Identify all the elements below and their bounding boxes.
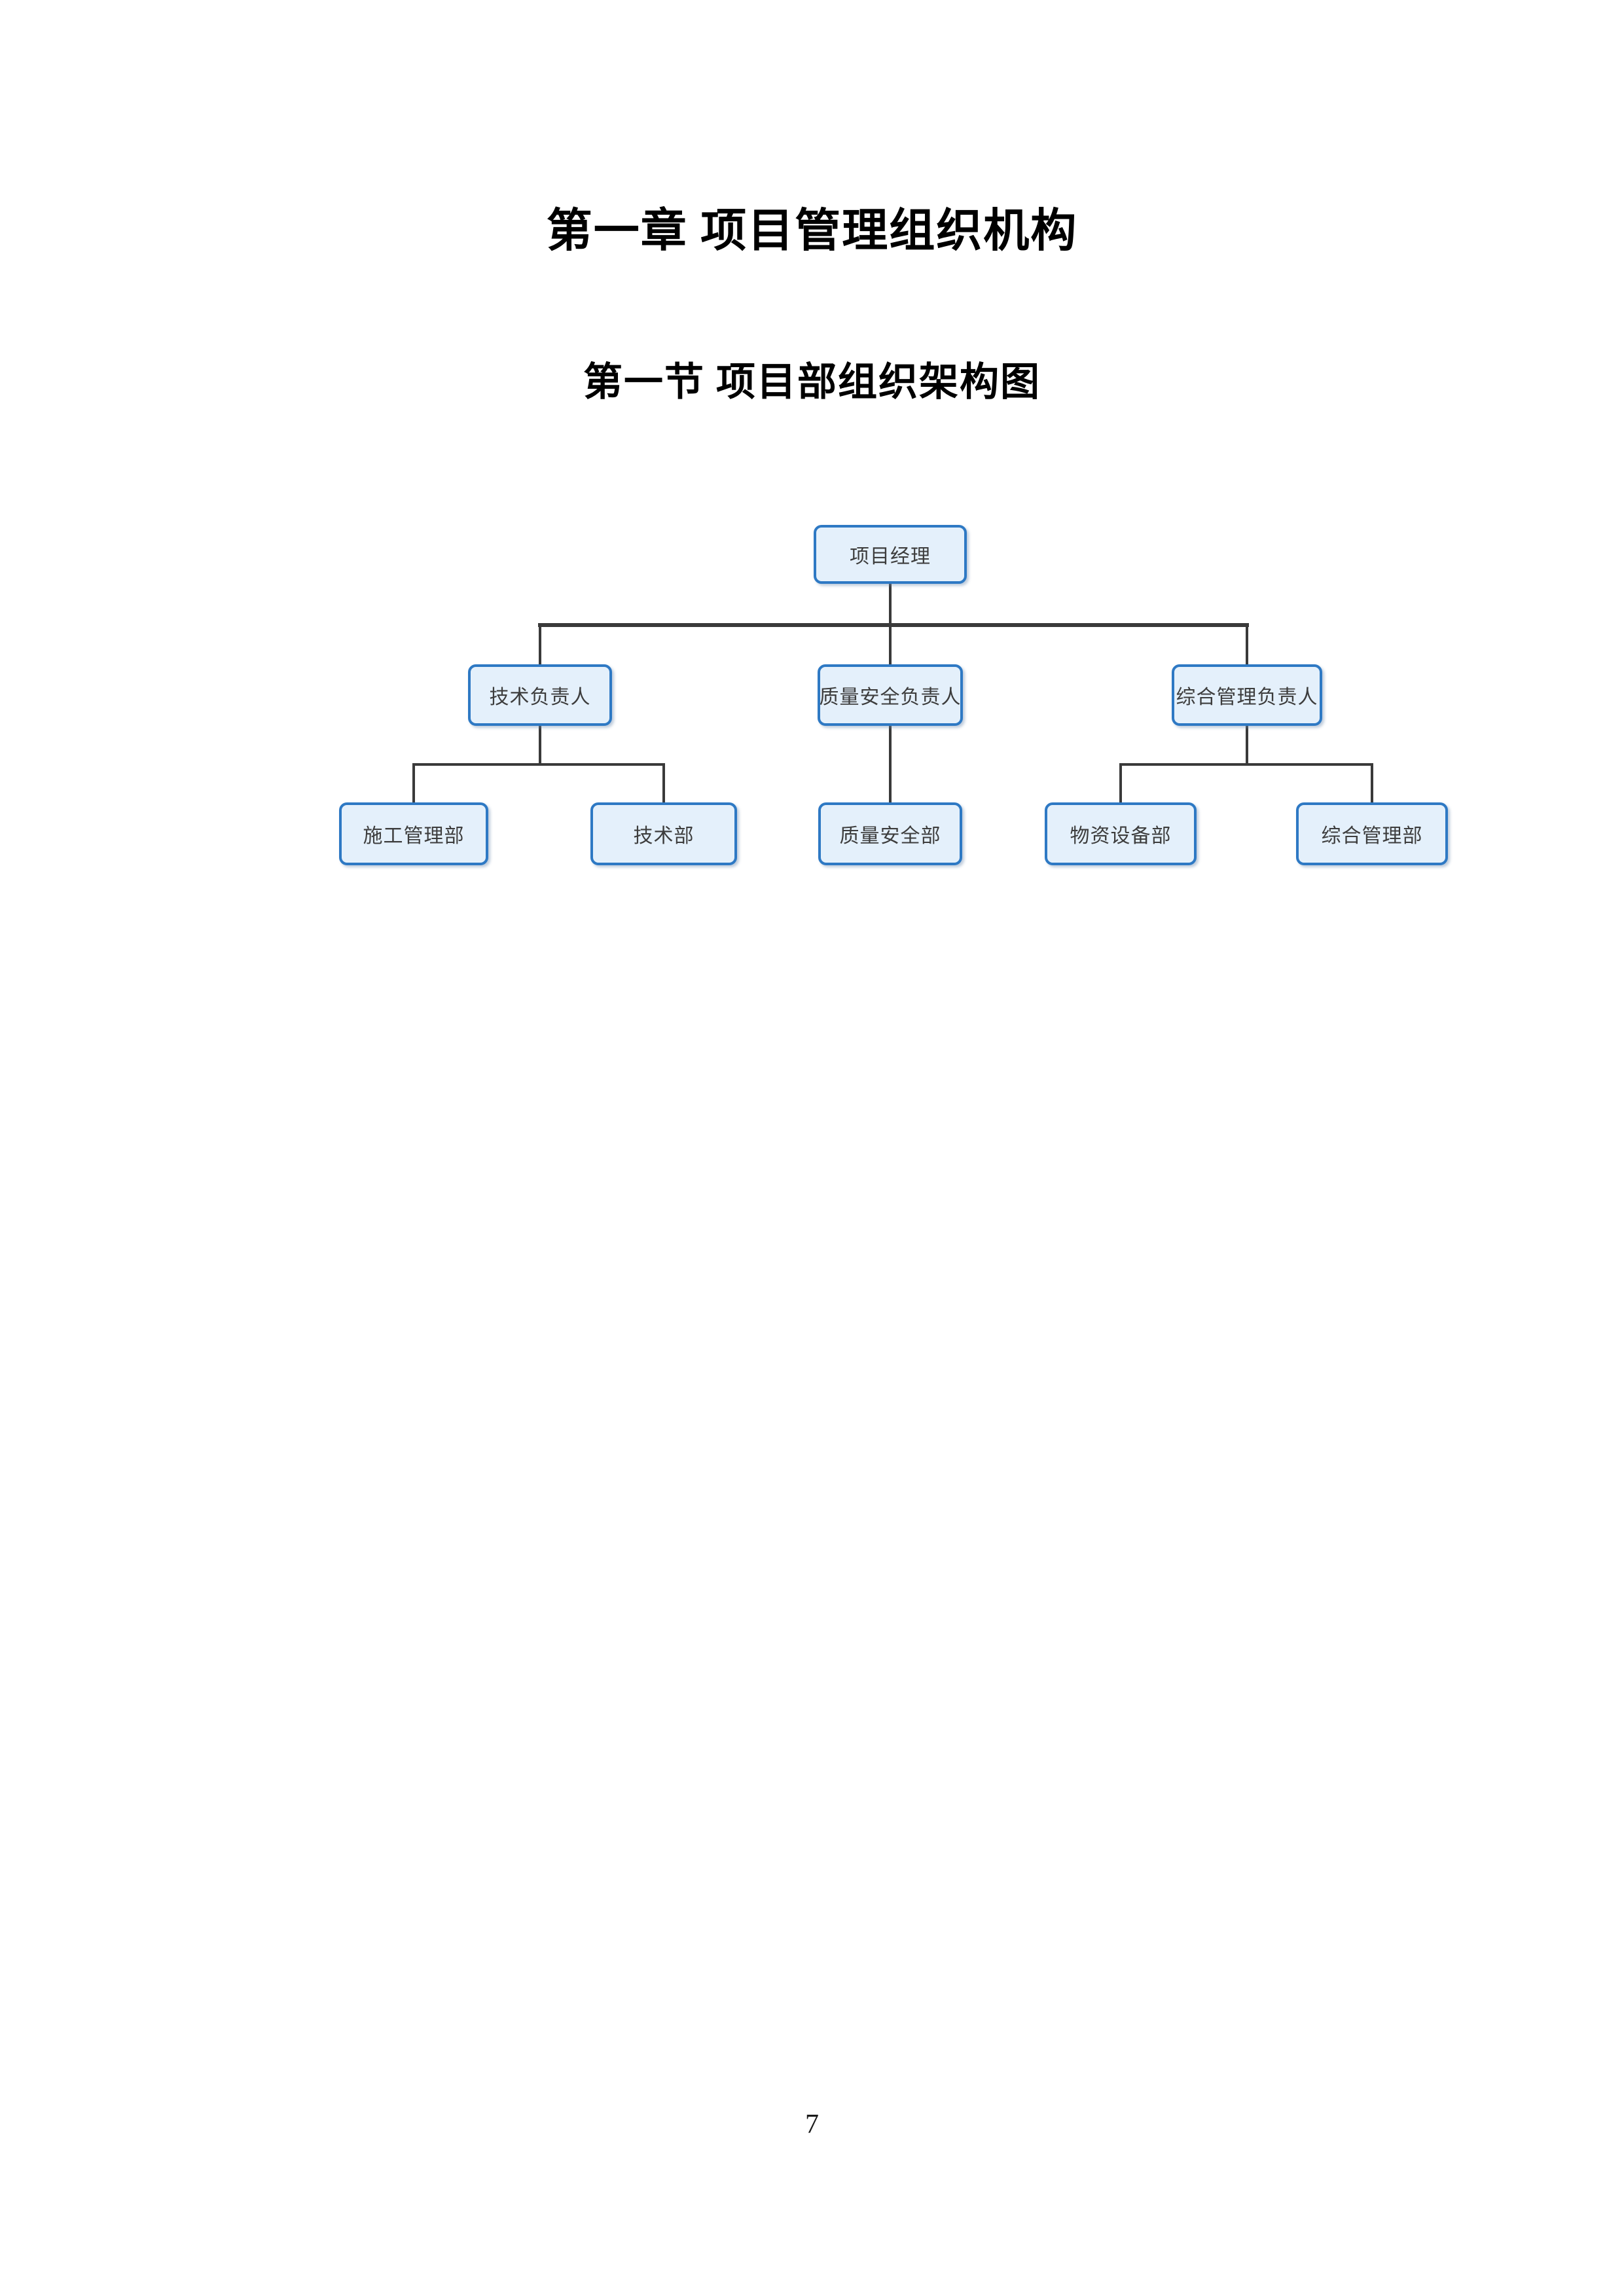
org-node-quality-safety-lead: 质量安全负责人 <box>818 664 963 726</box>
section-title: 第一节 项目部组织架构图 <box>583 361 1041 404</box>
org-node-materials-equipment-dept: 物资设备部 <box>1045 802 1197 865</box>
org-node-quality-safety-dept: 质量安全部 <box>818 802 962 865</box>
org-chart-connectors <box>412 584 1373 802</box>
org-node-construction-mgmt-dept: 施工管理部 <box>339 802 488 865</box>
org-node-general-admin-lead: 综合管理负责人 <box>1172 664 1322 726</box>
page-number: 7 <box>805 2109 819 2140</box>
chapter-title: 第一章 项目管理组织机构 <box>546 206 1078 257</box>
org-node-general-admin-dept: 综合管理部 <box>1296 802 1448 865</box>
org-node-technical-dept: 技术部 <box>590 802 737 865</box>
org-node-project-manager: 项目经理 <box>814 525 967 584</box>
org-chart: 项目经理 技术负责人 质量安全负责人 综合管理负责人 施工管理部 技术部 质量安… <box>295 511 1473 877</box>
org-node-technical-lead: 技术负责人 <box>468 664 612 726</box>
